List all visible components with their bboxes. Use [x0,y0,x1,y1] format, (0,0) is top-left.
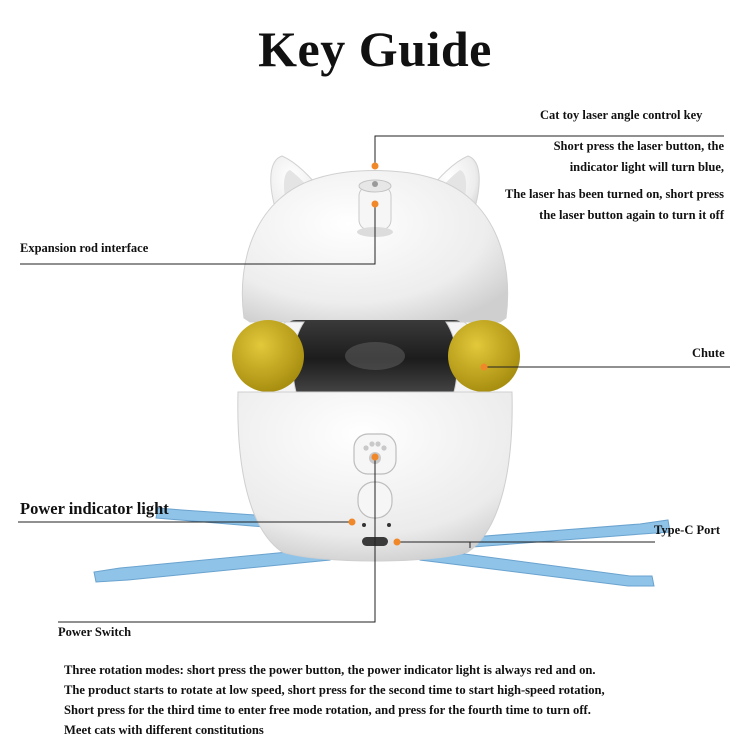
ball-left [232,320,304,392]
description-block: Three rotation modes: short press the po… [64,660,734,740]
label-chute: Chute [692,346,725,360]
callout-markers [348,162,488,546]
description-line: Short press for the third time to enter … [64,703,591,717]
leader-lines [18,135,730,623]
base-legs [93,507,671,587]
label-expansion-rod: Expansion rod interface [20,241,149,255]
ball-right [448,320,520,392]
page-title: Key Guide [258,21,492,77]
description-line: The product starts to rotate at low spee… [64,683,605,697]
description-line: Meet cats with different constitutions [64,723,264,737]
description-line: Three rotation modes: short press the po… [64,663,596,677]
label-power-indicator: Power indicator light [20,499,169,518]
laser-indicator-dot [387,523,391,527]
label-laser-desc-1: Short press the laser button, the [553,139,724,153]
label-laser-desc-3: The laser has been turned on, short pres… [504,187,724,201]
label-laser-desc-2: indicator light will turn blue, [569,160,724,174]
label-power-switch: Power Switch [58,625,132,639]
power-indicator-dot [362,523,366,527]
label-type-c: Type-C Port [654,523,721,537]
label-laser-desc-4: the laser button again to turn it off [539,208,724,222]
label-laser-key: Cat toy laser angle control key [540,108,703,122]
